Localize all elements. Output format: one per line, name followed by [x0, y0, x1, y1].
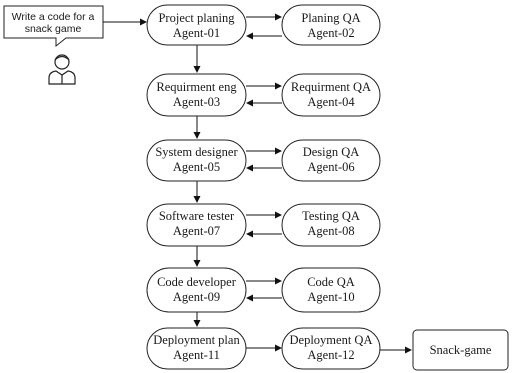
user-icon [48, 54, 76, 85]
agent-node-requirment-qa: Requirment QA Agent-04 [281, 73, 381, 117]
node-title: Testing QA [302, 209, 360, 223]
arrowhead [275, 147, 282, 155]
node-title: Planing QA [301, 11, 360, 25]
arrowhead [193, 196, 201, 203]
node-agent-id: Agent-01 [173, 26, 220, 40]
node-title: Deployment QA [290, 333, 373, 347]
arrowhead [193, 260, 201, 267]
agent-node-design-qa: Design QA Agent-06 [281, 139, 381, 182]
node-agent-id: Agent-12 [307, 348, 354, 362]
node-title: Software tester [159, 209, 235, 223]
edges [103, 13, 412, 354]
arrowhead [275, 13, 282, 21]
agent-node-software-tester: Software tester Agent-07 [146, 203, 247, 247]
agent-node-project-planing: Project planing Agent-01 [146, 4, 247, 46]
arrowhead [275, 82, 282, 90]
node-agent-id: Agent-08 [307, 224, 354, 238]
agent-node-testing-qa: Testing QA Agent-08 [281, 203, 381, 247]
node-title: Deployment plan [153, 333, 240, 347]
node-agent-id: Agent-06 [307, 160, 354, 174]
output-label: Snack-game [430, 343, 492, 357]
node-title: Requirment QA [291, 80, 371, 94]
request-callout: Write a code for a snack game [3, 5, 104, 48]
agent-node-deployment-plan: Deployment plan Agent-11 [146, 327, 247, 370]
node-title: Design QA [303, 145, 360, 159]
agent-node-requirment-eng: Requirment eng Agent-03 [146, 73, 247, 117]
arrowhead [275, 277, 282, 285]
node-title: System designer [155, 145, 238, 159]
node-agent-id: Agent-03 [173, 95, 220, 109]
node-agent-id: Agent-04 [307, 95, 355, 109]
arrowhead [275, 211, 282, 219]
agent-node-planing-qa: Planing QA Agent-02 [281, 4, 381, 46]
arrowhead [275, 344, 282, 352]
request-text-line1: Write a code for a [12, 11, 95, 23]
agent-node-system-designer: System designer Agent-05 [146, 139, 247, 182]
node-agent-id: Agent-05 [173, 160, 220, 174]
arrowhead [193, 132, 201, 139]
node-title: Code developer [157, 275, 237, 289]
arrowhead [246, 99, 253, 107]
node-agent-id: Agent-10 [307, 290, 354, 304]
arrowhead [246, 164, 253, 172]
arrowhead [246, 294, 253, 302]
agent-node-deployment-qa: Deployment QA Agent-12 [281, 327, 381, 370]
node-title: Code QA [307, 275, 355, 289]
node-title: Project planing [158, 11, 235, 25]
agent-node-code-developer: Code developer Agent-09 [146, 267, 247, 313]
output-node-snack-game: Snack-game [412, 329, 509, 371]
arrowhead [405, 346, 412, 354]
node-agent-id: Agent-02 [307, 26, 354, 40]
arrowhead [246, 230, 253, 238]
arrowhead [193, 66, 201, 73]
arrowhead [193, 320, 201, 327]
node-agent-id: Agent-07 [173, 224, 220, 238]
request-text-line2: snack game [25, 23, 82, 35]
arrowhead [140, 18, 147, 26]
node-agent-id: Agent-09 [173, 290, 220, 304]
node-agent-id: Agent-11 [173, 348, 220, 362]
node-title: Requirment eng [156, 80, 237, 94]
arrowhead [246, 32, 253, 40]
agent-node-code-qa: Code QA Agent-10 [281, 267, 381, 313]
